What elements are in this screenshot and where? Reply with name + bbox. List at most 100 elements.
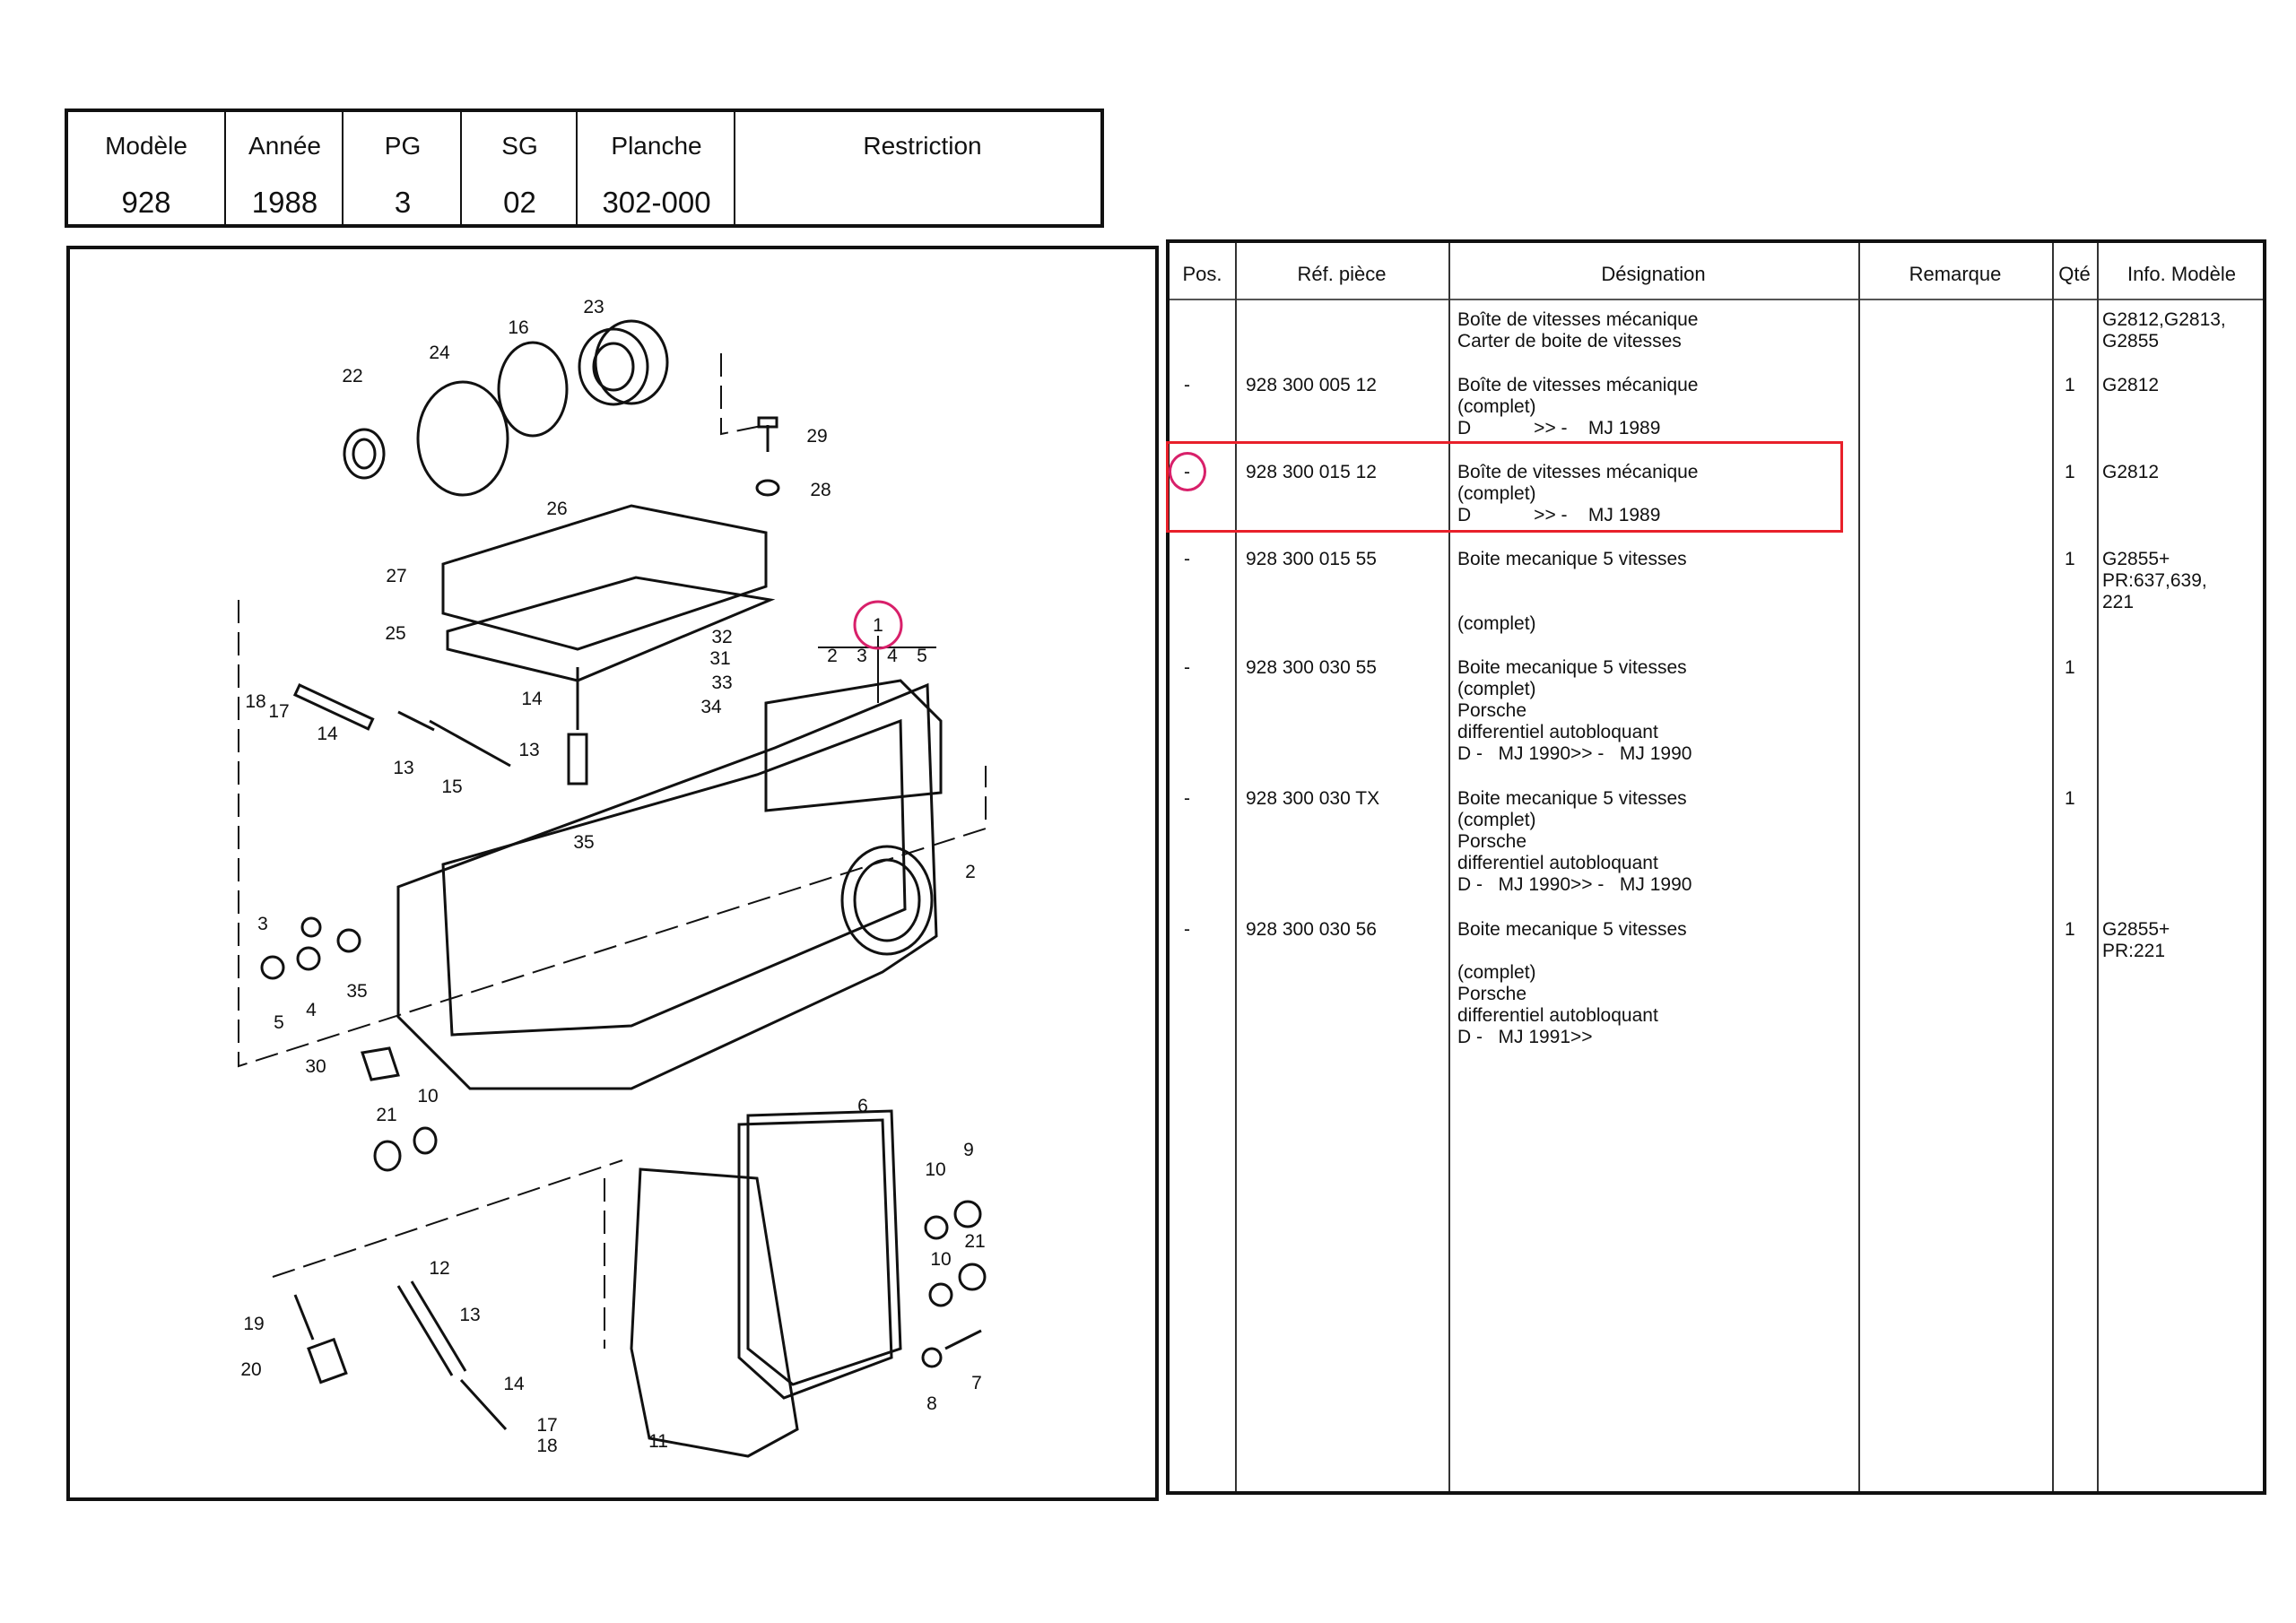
part-callout: 14 bbox=[503, 1374, 525, 1394]
header-col-restriction: Restriction bbox=[734, 112, 1109, 224]
header-value: 3 bbox=[394, 186, 412, 219]
row-3-qte: 1 bbox=[2065, 549, 2075, 569]
part-callout: 10 bbox=[417, 1086, 438, 1107]
row-1-qte: 1 bbox=[2065, 375, 2075, 395]
part-callout: 29 bbox=[806, 426, 827, 447]
part-callout: 13 bbox=[459, 1305, 480, 1325]
part-callout: 24 bbox=[429, 343, 450, 363]
row-5-qte: 1 bbox=[2065, 788, 2075, 809]
part-callout: 4 bbox=[306, 1000, 317, 1020]
header-col-modele: Modèle 928 bbox=[68, 112, 224, 224]
part-callout: 17 bbox=[536, 1415, 557, 1436]
row-6-ref: 928 300 030 56 bbox=[1246, 919, 1377, 940]
column-divider bbox=[2052, 243, 2054, 1491]
row-3-info: G2855+ PR:637,639, 221 bbox=[2102, 549, 2207, 612]
row-4-qte: 1 bbox=[2065, 657, 2075, 678]
housing bbox=[396, 682, 938, 1090]
row-3-pos: - bbox=[1184, 549, 1190, 569]
part-callout: 16 bbox=[508, 317, 528, 338]
part-callout: 26 bbox=[546, 499, 567, 519]
row-2-designation: Boîte de vitesses mécanique (complet) D … bbox=[1457, 462, 1699, 525]
part-callout: 6 bbox=[857, 1096, 868, 1116]
row-1-pos: - bbox=[1184, 375, 1190, 395]
pos-annotation-circle bbox=[1169, 452, 1206, 491]
header-value: 302-000 bbox=[602, 186, 711, 219]
parts-table: Pos. Réf. pièce Désignation Remarque Qté Info… bbox=[1166, 239, 2266, 1495]
part-callout: 11 bbox=[648, 1431, 668, 1452]
row-4-pos: - bbox=[1184, 657, 1190, 678]
part-callout: 3 bbox=[857, 646, 867, 666]
column-header-ref: Réf. pièce bbox=[1297, 263, 1387, 285]
part-callout: 35 bbox=[573, 832, 594, 853]
column-header-designation: Désignation bbox=[1601, 263, 1706, 285]
part-callout: 23 bbox=[583, 297, 604, 317]
part-callout: 30 bbox=[305, 1056, 326, 1077]
header-col-annee: Année 1988 bbox=[224, 112, 344, 224]
row-2-info: G2812 bbox=[2102, 462, 2160, 482]
annotation-circle bbox=[853, 600, 903, 650]
row-2-qte: 1 bbox=[2065, 462, 2075, 482]
part-callout: 10 bbox=[930, 1249, 951, 1270]
column-header-pos: Pos. bbox=[1182, 263, 1222, 285]
seal-23 bbox=[578, 327, 649, 406]
part-callout: 27 bbox=[386, 566, 406, 586]
header-label: Planche bbox=[611, 132, 702, 160]
row-1-designation: Boîte de vitesses mécanique (complet) D … bbox=[1457, 375, 1699, 438]
part-callout: 7 bbox=[971, 1373, 982, 1393]
row-3-ref: 928 300 015 55 bbox=[1246, 549, 1377, 569]
header-label: Année bbox=[248, 132, 321, 160]
part-callout: 2 bbox=[965, 862, 976, 882]
part-callout: 17 bbox=[268, 701, 289, 722]
column-divider bbox=[1448, 243, 1450, 1491]
row-4-ref: 928 300 030 55 bbox=[1246, 657, 1377, 678]
part-callout: 35 bbox=[346, 981, 367, 1002]
header-label: PG bbox=[384, 132, 422, 160]
cover-27 bbox=[441, 504, 768, 651]
header-col-planche: Planche 302-000 bbox=[576, 112, 735, 224]
part-callout: 33 bbox=[711, 673, 732, 693]
row-3-designation: Boite mecanique 5 vitesses (complet) bbox=[1457, 549, 1687, 634]
column-divider bbox=[2097, 243, 2099, 1491]
part-callout: 32 bbox=[711, 627, 732, 647]
column-divider bbox=[1235, 243, 1237, 1491]
gasket-11 bbox=[630, 1167, 799, 1458]
part-callout: 28 bbox=[810, 480, 831, 500]
header-value: 02 bbox=[503, 186, 536, 219]
row-1-ref: 928 300 005 12 bbox=[1246, 375, 1377, 395]
part-callout: 15 bbox=[441, 777, 462, 797]
part-callout: 5 bbox=[274, 1012, 284, 1033]
part-callout: 14 bbox=[521, 689, 543, 709]
header-value: 1988 bbox=[251, 186, 318, 219]
row-5-ref: 928 300 030 TX bbox=[1246, 788, 1380, 809]
highlighted-row-box bbox=[1166, 441, 1843, 533]
part-callout: 10 bbox=[925, 1159, 945, 1180]
part-callout: 13 bbox=[393, 758, 413, 778]
row-5-pos: - bbox=[1184, 788, 1190, 809]
part-callout: 18 bbox=[245, 691, 265, 712]
header-label: Restriction bbox=[863, 132, 982, 160]
part-callout: 3 bbox=[257, 914, 268, 934]
row-6-qte: 1 bbox=[2065, 919, 2075, 940]
part-callout: 12 bbox=[429, 1258, 449, 1279]
row-2-ref: 928 300 015 12 bbox=[1246, 462, 1377, 482]
part-callout: 5 bbox=[917, 646, 927, 666]
part-callout: 31 bbox=[709, 648, 730, 669]
header-value: 928 bbox=[121, 186, 171, 219]
row-4-designation: Boite mecanique 5 vitesses (complet) Por… bbox=[1457, 657, 1692, 764]
column-header-qte: Qté bbox=[2058, 263, 2091, 285]
part-callout: 19 bbox=[243, 1314, 264, 1334]
gasket-25 bbox=[446, 576, 776, 682]
row-0-designation: Boîte de vitesses mécanique Carter de bo… bbox=[1457, 309, 1699, 352]
part-callout: 1 bbox=[873, 615, 883, 636]
column-header-info: Info. Modèle bbox=[2126, 263, 2237, 285]
part-callout: 18 bbox=[536, 1436, 557, 1456]
part-callout: 8 bbox=[926, 1393, 937, 1414]
header-label: Modèle bbox=[105, 132, 187, 160]
part-callout: 34 bbox=[700, 697, 722, 717]
part-callout: 20 bbox=[240, 1359, 261, 1380]
column-divider bbox=[1858, 243, 1860, 1491]
column-header-remarque: Remarque bbox=[1909, 263, 2002, 285]
